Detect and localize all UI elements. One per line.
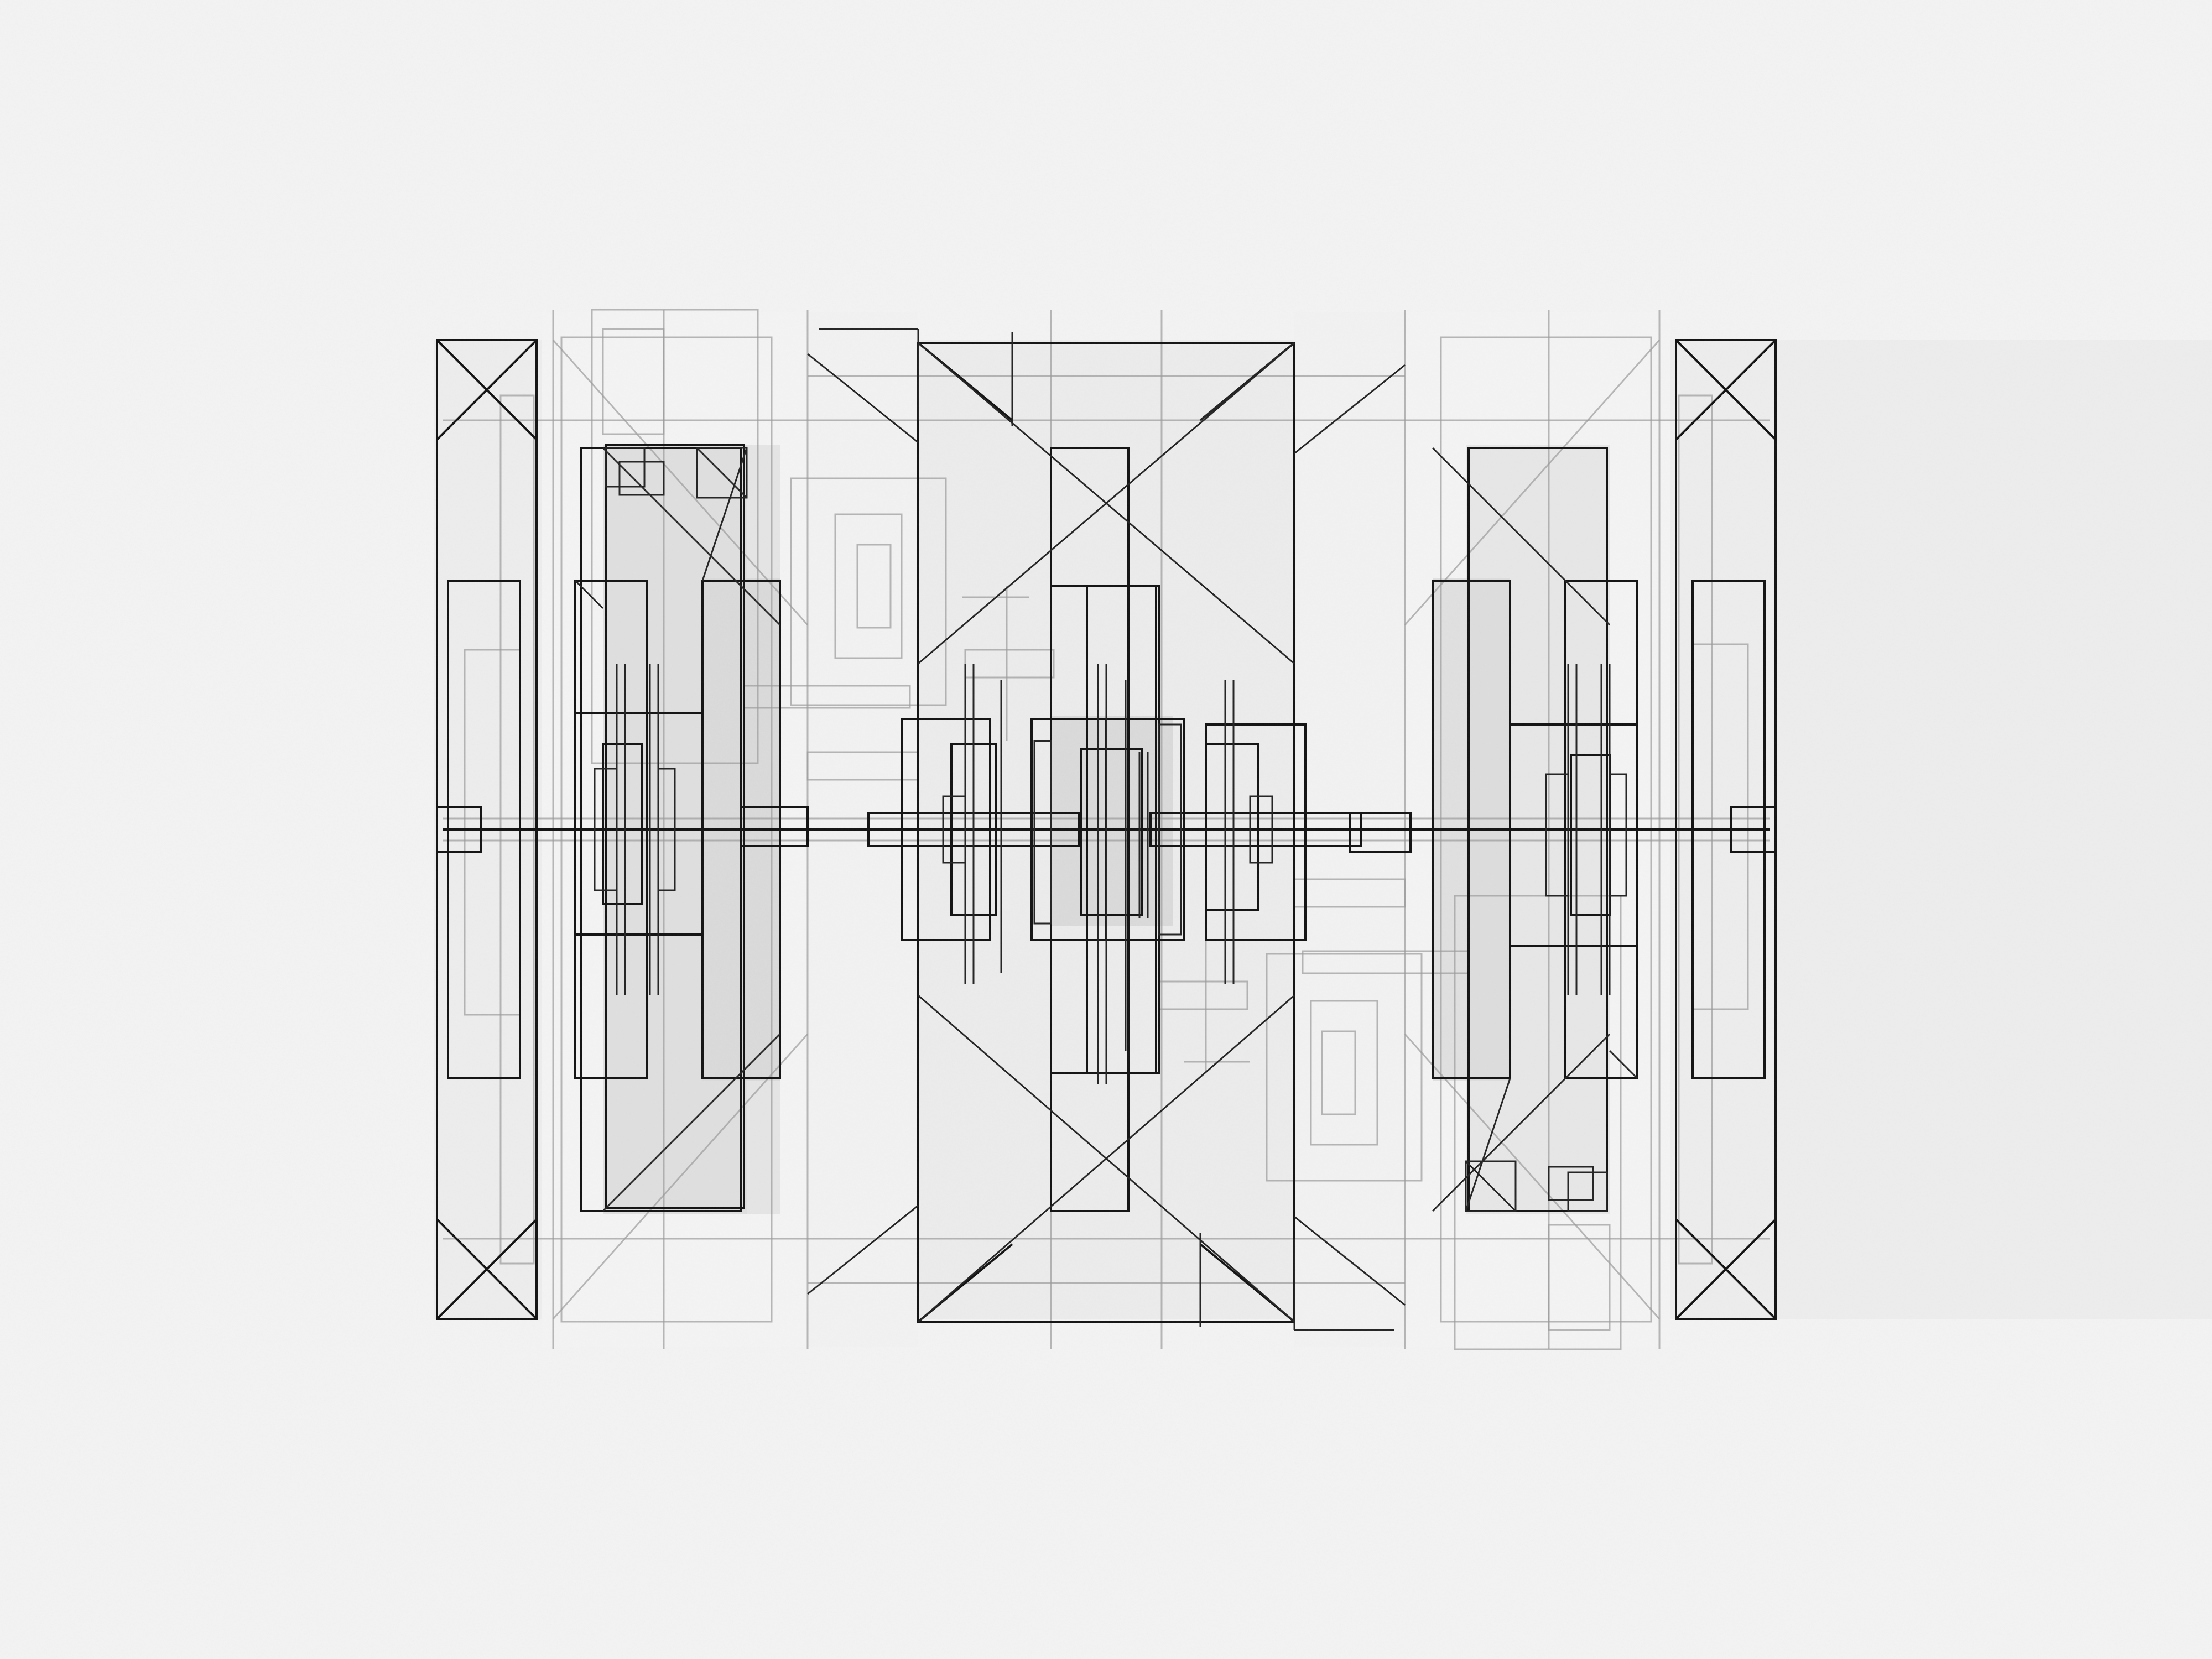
line-drawing: [0, 0, 2212, 1659]
artwork-canvas: [0, 0, 2212, 1659]
grain-overlay: [0, 0, 2212, 1659]
